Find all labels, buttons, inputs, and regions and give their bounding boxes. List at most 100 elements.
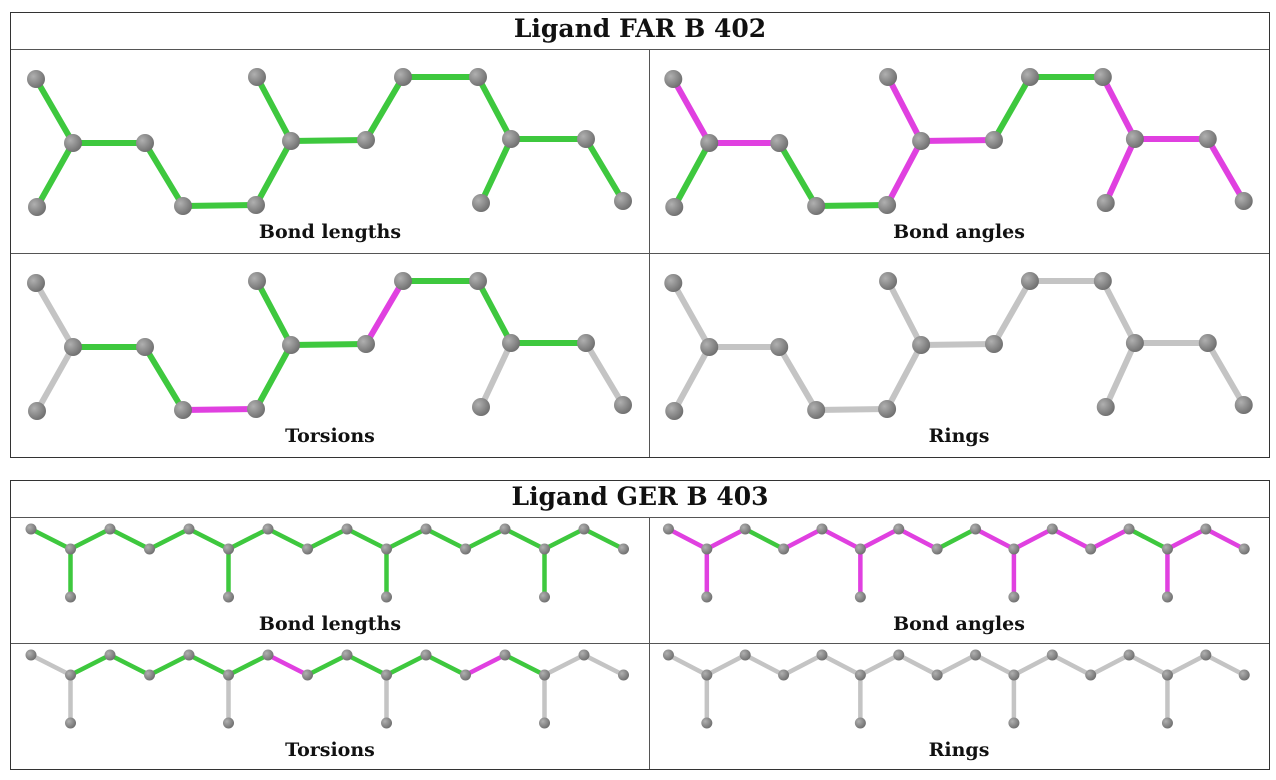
atom xyxy=(27,274,45,292)
bond xyxy=(742,652,786,678)
divider xyxy=(11,49,1269,50)
bond xyxy=(1204,136,1247,204)
atom xyxy=(174,401,192,419)
atom xyxy=(104,523,116,535)
bond xyxy=(666,526,710,552)
bond xyxy=(34,140,76,210)
atom xyxy=(248,272,266,290)
atom xyxy=(381,717,392,729)
molecule-diagram xyxy=(25,649,629,729)
atom xyxy=(614,396,632,414)
bond xyxy=(1126,526,1170,552)
bond xyxy=(186,652,231,678)
atom xyxy=(578,523,590,535)
ligand-table-ger: Ligand GER B 403 Bond lengths Bond angle… xyxy=(10,480,1270,770)
bond xyxy=(253,342,294,412)
atom xyxy=(1008,717,1020,729)
bond xyxy=(781,526,825,552)
bond xyxy=(1088,652,1132,678)
atom xyxy=(248,68,266,86)
bond xyxy=(884,138,925,208)
panel-rings: Rings xyxy=(649,253,1269,457)
bond xyxy=(423,526,468,552)
molecule-diagram xyxy=(662,523,1250,603)
atom xyxy=(262,649,274,661)
bond xyxy=(344,652,389,678)
atom xyxy=(1096,194,1115,212)
bond xyxy=(1088,526,1132,552)
atom xyxy=(816,649,828,661)
atom xyxy=(879,68,898,86)
bond xyxy=(885,278,925,348)
bond xyxy=(502,526,547,552)
divider xyxy=(11,253,1269,254)
bond xyxy=(885,74,925,144)
bond xyxy=(813,406,891,413)
atom xyxy=(1093,272,1112,290)
atom xyxy=(420,523,432,535)
atom xyxy=(578,649,590,661)
bond xyxy=(344,526,389,552)
bond xyxy=(478,136,514,206)
atom xyxy=(174,197,192,215)
atom xyxy=(1200,649,1212,661)
atom xyxy=(65,543,76,555)
atom xyxy=(502,334,520,352)
atom xyxy=(381,591,392,603)
atom xyxy=(739,523,751,535)
bond xyxy=(819,652,863,678)
bond xyxy=(896,652,940,678)
atom xyxy=(1020,68,1039,86)
panel-rings: Rings xyxy=(649,643,1269,769)
molecule-diagram xyxy=(664,68,1253,216)
atom xyxy=(778,669,790,681)
bond xyxy=(1011,526,1055,552)
bond xyxy=(142,140,186,209)
atom xyxy=(539,717,550,729)
atom xyxy=(893,523,905,535)
bond xyxy=(990,278,1033,347)
bond xyxy=(542,526,587,552)
atom xyxy=(700,338,719,356)
atom xyxy=(854,543,866,555)
bond xyxy=(742,526,786,552)
atom xyxy=(25,523,37,535)
atom xyxy=(1161,591,1173,603)
bond xyxy=(581,652,626,678)
bond xyxy=(478,340,514,410)
atom xyxy=(341,523,353,535)
bond xyxy=(305,526,350,552)
bond xyxy=(142,344,186,413)
atom xyxy=(302,669,313,681)
bond xyxy=(305,652,350,678)
atom xyxy=(1093,68,1112,86)
atom xyxy=(984,335,1003,353)
atom xyxy=(223,669,234,681)
bond xyxy=(253,138,294,208)
atom xyxy=(136,134,154,152)
panel-caption: Torsions xyxy=(285,425,375,447)
atom xyxy=(460,543,471,555)
atom xyxy=(701,591,713,603)
bond xyxy=(1099,278,1138,346)
bond xyxy=(463,652,508,678)
bond xyxy=(934,652,978,678)
atom xyxy=(1198,334,1217,352)
bond xyxy=(670,280,713,350)
bond xyxy=(581,526,626,552)
atom xyxy=(65,669,76,681)
divider xyxy=(11,517,1269,518)
atom xyxy=(341,649,353,661)
atom xyxy=(1085,669,1097,681)
atom xyxy=(1096,398,1115,416)
bond xyxy=(781,652,825,678)
bond xyxy=(147,652,192,678)
atom xyxy=(854,591,866,603)
panel-bond-lengths: Bond lengths xyxy=(11,517,649,643)
bond xyxy=(1204,340,1247,408)
panel-caption: Rings xyxy=(928,739,990,761)
atom xyxy=(539,543,550,555)
bond xyxy=(475,74,514,142)
atom xyxy=(357,131,375,149)
bond xyxy=(226,526,271,552)
